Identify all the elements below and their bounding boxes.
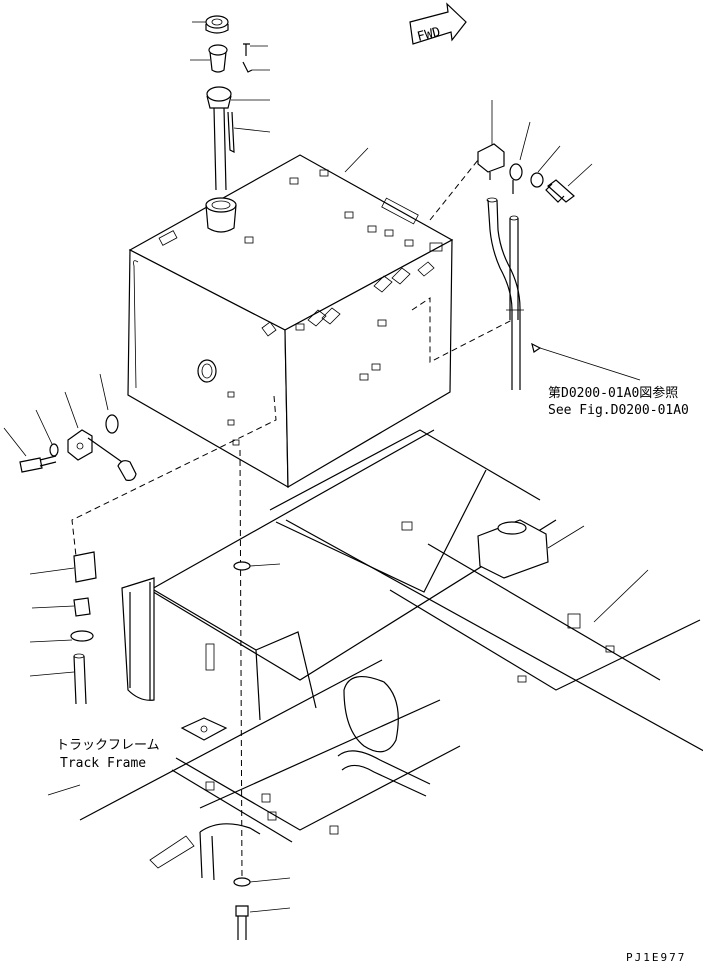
drain-valve-parts	[3, 373, 137, 481]
elbow-bolt-parts	[429, 100, 593, 221]
revolving-frame	[79, 429, 703, 881]
reference-callout: 第D0200-01A0図参照 See Fig.D0200-01A0	[531, 342, 689, 418]
track-frame-callout: トラックフレーム Track Frame	[47, 738, 160, 796]
hoses	[411, 197, 524, 390]
reference-note-jp: 第D0200-01A0図参照	[548, 385, 678, 401]
fwd-label: FWD	[416, 25, 443, 45]
track-frame-label-jp: トラックフレーム	[56, 738, 160, 753]
hose-fittings	[29, 395, 277, 705]
mounting-bolt-assembly	[233, 449, 291, 940]
filler-cap-assembly	[190, 15, 271, 191]
track-frame-label-en: Track Frame	[60, 756, 146, 771]
fwd-arrow: FWD	[409, 2, 467, 45]
reference-note-en: See Fig.D0200-01A0	[548, 403, 689, 418]
drawing-id: PJ1E977	[626, 951, 686, 963]
hydraulic-tank	[127, 147, 454, 489]
